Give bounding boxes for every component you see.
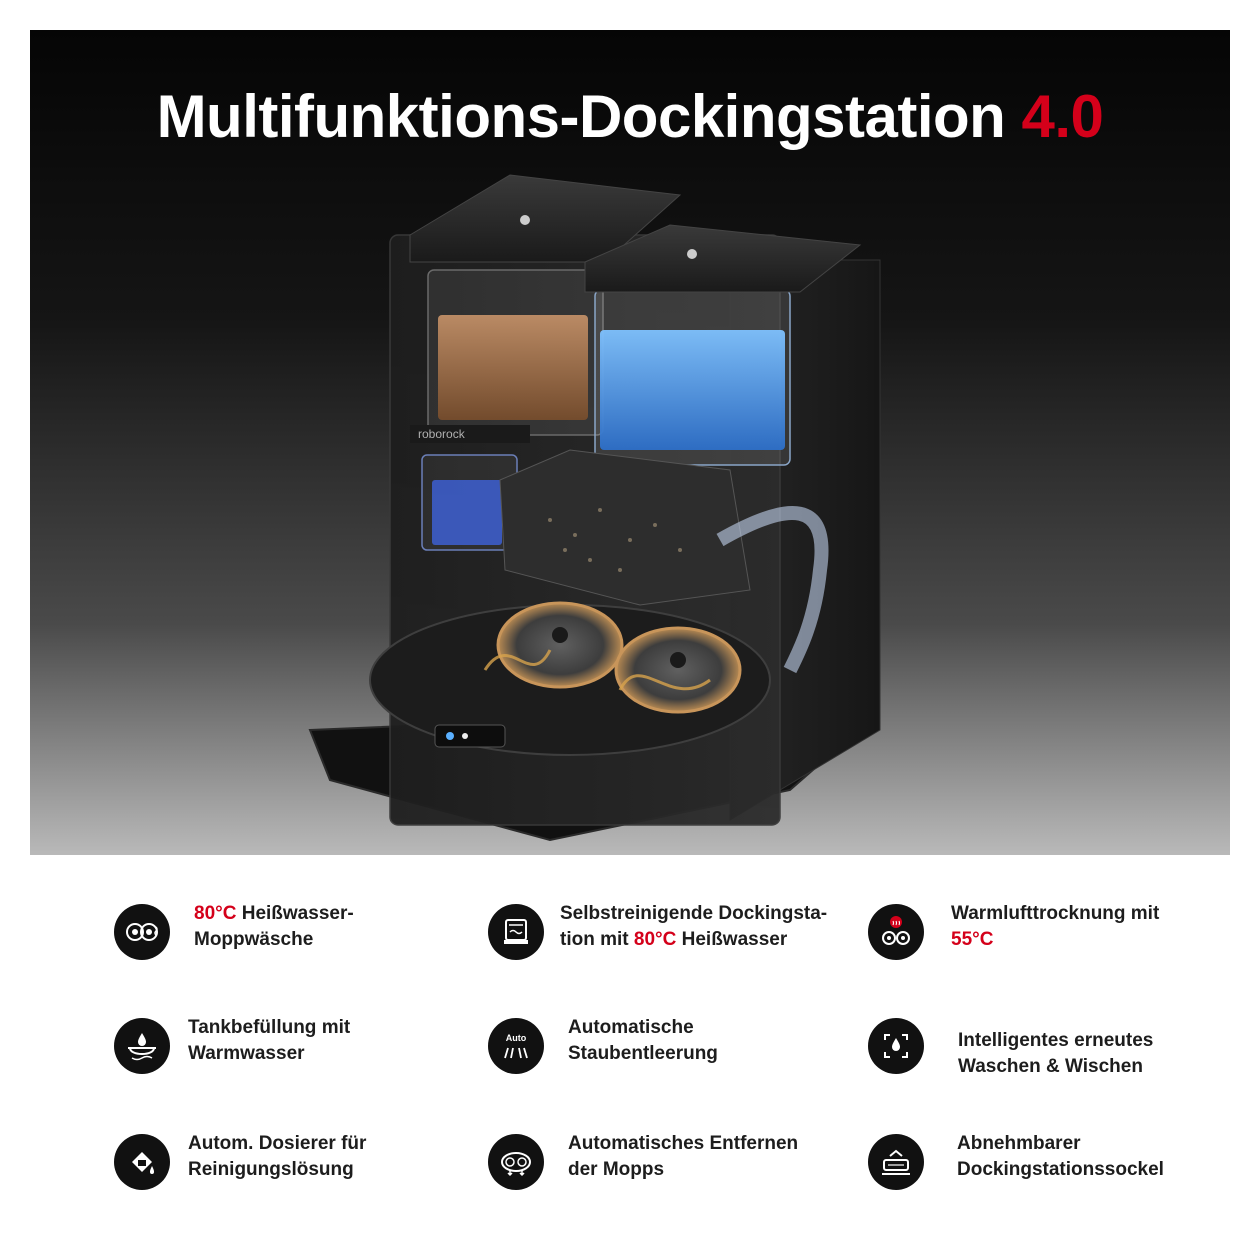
feature-9-line2: Dockingstationssockel (957, 1159, 1164, 1180)
feature-smart-rewash: Intelligentes erneutes Waschen & Wischen (868, 1018, 1153, 1080)
warm-air-drying-icon (868, 904, 924, 960)
removable-base-icon (868, 1134, 924, 1190)
feature-2-line2-suffix: Heißwasser (676, 929, 788, 950)
feature-7-line1: Autom. Dosierer für (188, 1133, 367, 1154)
feature-auto-dust-empty: Auto Automatische Staubentleerung (488, 1017, 718, 1074)
feature-2-highlight: 80°C (633, 929, 677, 950)
feature-detergent-dosing: Autom. Dosierer für Reinigungslösung (114, 1133, 367, 1190)
feature-hot-water-mop-wash: 80°C Heißwasser- Moppwäsche (114, 903, 354, 960)
title-version: 4.0 (1021, 83, 1104, 150)
feature-removable-base: Abnehmbarer Dockingstationssockel (868, 1133, 1164, 1190)
feature-2-line1: Selbstreinigende Dockingsta- (560, 903, 828, 924)
title-main: Multifunktions-Dockingstation (156, 83, 1006, 150)
feature-2-line2-prefix: tion mit (560, 929, 634, 950)
feature-8-line2: der Mopps (568, 1159, 665, 1180)
feature-warm-air-drying: Warmlufttrocknung mit 55°C (868, 903, 1160, 960)
dirty-tank-lid (409, 174, 682, 263)
auto-dust-empty-icon: Auto (488, 1018, 544, 1074)
feature-4-line1: Tankbefüllung mit (188, 1017, 351, 1038)
brand-label: roborock (418, 427, 466, 441)
auto-mop-removal-icon (488, 1134, 544, 1190)
airflow-duct (716, 506, 829, 674)
feature-9-line1: Abnehmbarer (957, 1133, 1081, 1154)
docking-station-illustration: roborock (308, 174, 881, 842)
feature-1-line2: Moppwäsche (194, 929, 314, 950)
feature-3-highlight: 55°C (951, 929, 994, 950)
feature-6-line1: Intelligentes erneutes (958, 1030, 1154, 1051)
feature-warm-water-refill: Tankbefüllung mit Warmwasser (114, 1017, 351, 1074)
feature-5-line2: Staubentleerung (568, 1043, 718, 1064)
self-cleaning-dock-icon (488, 904, 544, 960)
auto-label: Auto (506, 1033, 527, 1043)
feature-6-line2: Waschen & Wischen (958, 1056, 1143, 1077)
warm-water-refill-icon (114, 1018, 170, 1074)
feature-1-line1: Heißwasser- (236, 903, 354, 924)
clean-tank-lid (584, 224, 862, 293)
feature-auto-mop-removal: Automatisches Entfernen der Mopps (488, 1133, 799, 1190)
feature-3-line1: Warmlufttrocknung mit (951, 903, 1160, 924)
feature-8-line1: Automatisches Entfernen (568, 1133, 799, 1154)
dust-bag (499, 449, 751, 606)
feature-self-cleaning-dock: Selbstreinigende Dockingsta- tion mit 80… (488, 903, 828, 960)
hot-water-mop-wash-icon (114, 904, 170, 960)
feature-4-line2: Warmwasser (188, 1043, 305, 1064)
mop-pad-right (614, 626, 742, 714)
smart-rewash-icon (868, 1018, 924, 1074)
feature-7-line2: Reinigungslösung (188, 1159, 354, 1180)
feature-5-line1: Automatische (568, 1017, 694, 1038)
detergent-dosing-icon (114, 1134, 170, 1190)
feature-1-highlight: 80°C (194, 903, 237, 924)
hero-banner: roborock Multifunktions-Dockingstation 4… (30, 30, 1230, 855)
mop-pad-left (496, 601, 624, 689)
page-title: Multifunktions-Dockingstation 4.0 (30, 82, 1230, 151)
